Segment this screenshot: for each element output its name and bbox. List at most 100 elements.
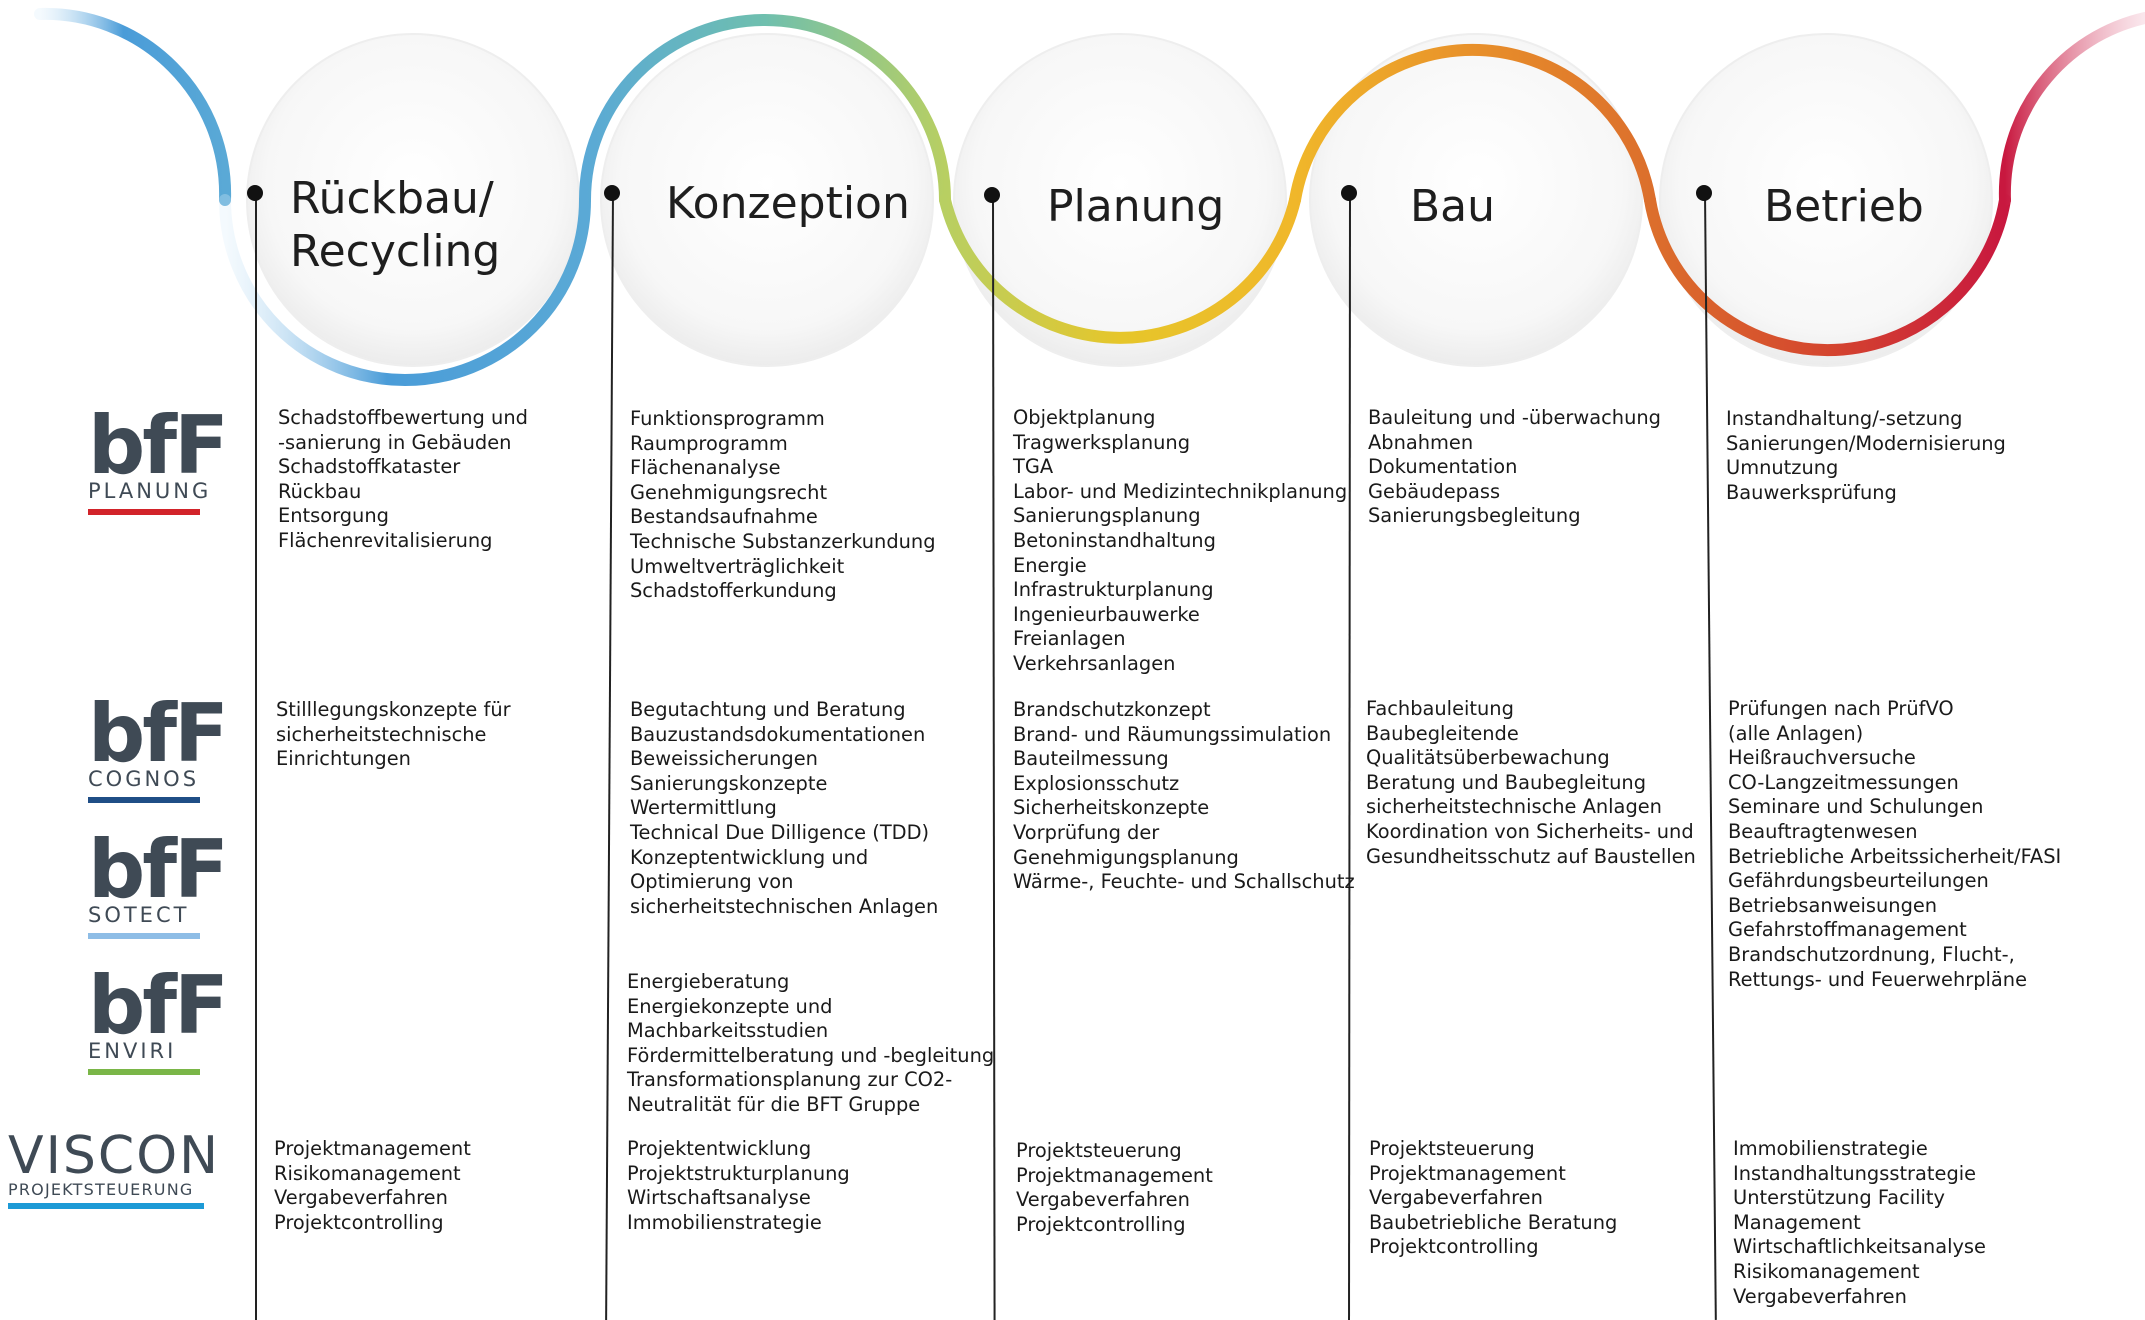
phase-dot-betrieb <box>1696 185 1712 201</box>
service-item: Flächenanalyse <box>630 456 781 480</box>
service-item: Projektentwicklung <box>627 1137 812 1160</box>
service-item: Infrastrukturplanung <box>1013 578 1214 602</box>
service-item: Baubegleitende <box>1366 721 1519 745</box>
logo-brand: VISCON <box>8 1126 221 1186</box>
service-item: Prüfungen nach PrüfVO <box>1728 697 1954 720</box>
service-item: (alle Anlagen) <box>1728 721 1864 745</box>
service-item: Projektmanagement <box>274 1137 471 1160</box>
logo-sub: ENVIRI <box>88 1039 177 1063</box>
wave-arc <box>1289 43 1656 206</box>
service-item: Projektmanagement <box>1016 1163 1213 1187</box>
service-item: Fördermittelberatung und -begleitung <box>627 1043 995 1067</box>
service-item: Projektmanagement <box>1369 1161 1566 1185</box>
logo-viscon: VISCON PROJEKTSTEUERUNG <box>8 1126 221 1209</box>
phase-circle <box>600 33 934 367</box>
wave-arc <box>1998 12 2145 206</box>
service-item: Verkehrsanlagen <box>1013 651 1176 675</box>
service-item: Energie <box>1013 553 1087 577</box>
phase-line-rueckbau <box>255 193 257 1320</box>
service-item: Rettungs- und Feuerwehrpläne <box>1728 967 2028 991</box>
service-item: Qualitätsüberbewachung <box>1366 746 1610 770</box>
phase-circle <box>953 33 1287 367</box>
phase-title-betrieb: Betrieb <box>1764 181 1924 232</box>
service-item: Projektcontrolling <box>1369 1235 1539 1259</box>
service-item: Sanierungsplanung <box>1013 504 1201 528</box>
service-item: Schadstofferkundung <box>630 579 837 603</box>
service-item: Bauleitung und -überwachung <box>1368 406 1661 429</box>
service-item: Abnahmen <box>1368 430 1474 454</box>
service-item: Beauftragtenwesen <box>1728 819 1918 843</box>
service-item: Sanierungskonzepte <box>630 771 828 795</box>
logo-sub: SOTECT <box>88 903 190 927</box>
phase-dot-bau <box>1341 185 1357 201</box>
service-item: Technische Substanzerkundung <box>630 529 936 553</box>
service-item: Genehmigungsrecht <box>630 480 828 504</box>
service-item: Wertermittlung <box>630 796 777 820</box>
logo-sub: PLANUNG <box>88 479 212 503</box>
wave-arc <box>34 7 232 206</box>
service-item: Entsorgung <box>278 504 389 528</box>
service-list-cognos_sotect: Prüfungen nach PrüfVO(alle Anlagen)Heißr… <box>1728 697 2061 992</box>
service-item: -sanierung in Gebäuden <box>278 430 512 454</box>
logo-bar <box>88 933 200 939</box>
service-item: Neutralität für die BFT Gruppe <box>627 1092 921 1116</box>
service-item: Bestandsaufnahme <box>630 505 818 529</box>
service-item: Machbarkeitsstudien <box>627 1019 829 1043</box>
service-item: Seminare und Schulungen <box>1728 795 1984 819</box>
phase-dot-konzeption <box>604 185 620 201</box>
service-item: Projektstrukturplanung <box>627 1161 850 1185</box>
service-item: Fachbauleitung <box>1366 697 1514 720</box>
service-item: Unterstützung Facility <box>1733 1186 1945 1210</box>
logo-bar <box>88 509 200 515</box>
service-item: Stilllegungskonzepte für <box>276 698 511 721</box>
service-item: Bauzustandsdokumentationen <box>630 722 926 746</box>
logo-bar <box>88 797 200 803</box>
service-item: Schadstoffbewertung und <box>278 406 528 429</box>
service-item: Risikomanagement <box>274 1161 461 1185</box>
service-item: Wärme-, Feuchte- und Schallschutz <box>1013 870 1355 894</box>
logo-brand: bfF <box>88 687 229 780</box>
service-item: Begutachtung und Beratung <box>630 698 906 721</box>
service-item: Projektcontrolling <box>1016 1212 1186 1236</box>
service-item: Beweissicherungen <box>630 747 818 771</box>
logo-bar <box>88 1069 200 1075</box>
service-item: Konzeptentwicklung und <box>630 845 869 869</box>
phase-circle <box>1309 33 1643 367</box>
wave-arc <box>939 194 1301 344</box>
service-item: sicherheitstechnische <box>276 722 487 746</box>
service-item: Projektsteuerung <box>1369 1137 1535 1160</box>
logo-bft-planung: bfF PLANUNG <box>88 406 229 515</box>
logo-brand: bfF <box>88 959 229 1052</box>
service-item: Energiekonzepte und <box>627 994 833 1018</box>
phase-title-planung: Planung <box>1047 181 1225 232</box>
phase-circle <box>1659 33 1993 367</box>
service-item: Heißrauchversuche <box>1728 746 1916 770</box>
service-item: Risikomanagement <box>1733 1259 1920 1283</box>
service-item: Immobilienstrategie <box>627 1210 822 1234</box>
service-item: Baubetriebliche Beratung <box>1369 1210 1618 1234</box>
logo-bar <box>8 1203 204 1209</box>
service-item: Wirtschaftlichkeitsanalyse <box>1733 1235 1986 1259</box>
service-item: sicherheitstechnischen Anlagen <box>630 894 939 918</box>
wave-arc <box>1644 194 2011 357</box>
service-item: Sicherheitskonzepte <box>1013 796 1210 820</box>
service-item: Sanierungsbegleitung <box>1368 504 1581 528</box>
service-item: Instandhaltungsstrategie <box>1733 1161 1977 1185</box>
phase-dot-rueckbau <box>247 185 263 201</box>
service-item: Vergabeverfahren <box>1369 1186 1543 1210</box>
service-item: Bauwerksprüfung <box>1726 480 1897 504</box>
service-item: Optimierung von <box>630 870 794 894</box>
service-item: Betriebsanweisungen <box>1728 893 1938 917</box>
phase-title-rueckbau: Rückbau/ Recycling <box>290 173 501 277</box>
